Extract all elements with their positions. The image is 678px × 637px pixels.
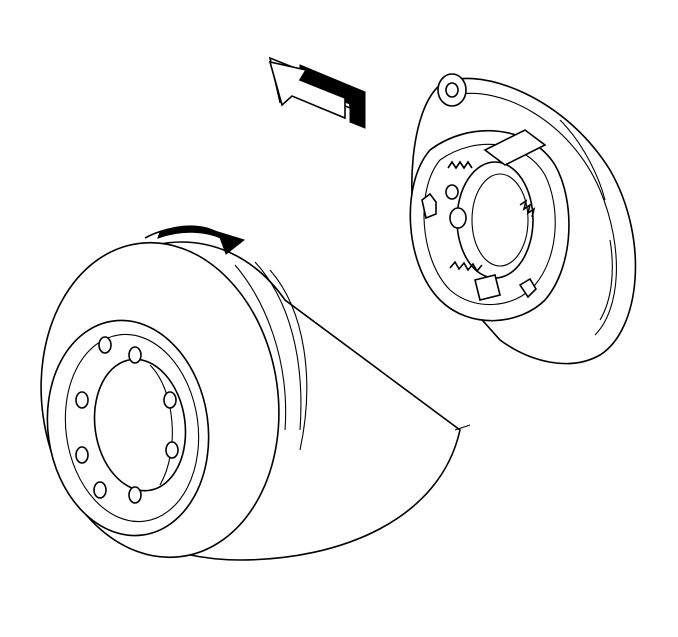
direction-arrow-icon [268,56,366,129]
side-spring [519,199,536,218]
upper-return-spring [447,160,473,170]
adjuster [449,207,467,229]
lug-holes [75,336,179,504]
rotation-arrow-icon [144,225,246,255]
axis-line [454,424,471,431]
hold-down-clip [421,192,437,220]
brake-shoe-assembly [409,129,570,322]
actuator [483,129,547,166]
lower-spring [449,260,483,273]
brake-rotor [40,241,461,561]
shoe-center-opening [456,161,534,279]
